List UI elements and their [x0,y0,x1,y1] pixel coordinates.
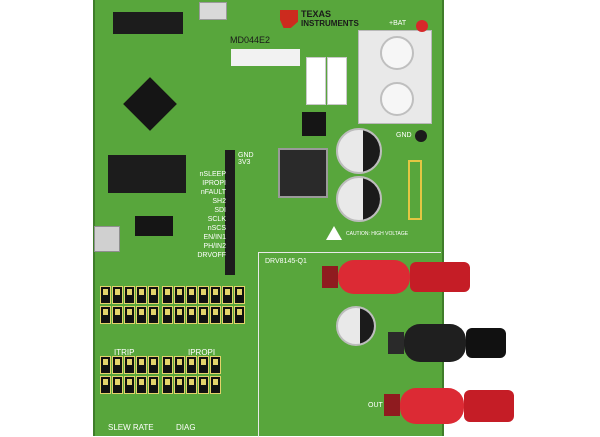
header-label: SCLK [207,216,226,223]
black-banana-plug [388,318,508,368]
capacitor-2 [336,176,382,222]
slew-rate-label: SLEW RATE [108,423,154,432]
pin-header-top [113,12,183,34]
red-banana-plug-top [322,254,472,300]
header-label-column: GND 3V3 [238,152,298,166]
warning-icon [326,226,342,240]
driver-ic-label: DRV8145-Q1 [265,258,307,265]
ipropi-label: IPROPI [188,348,216,357]
inductor [278,148,328,198]
mosfet [302,112,326,136]
small-ic [135,216,173,236]
bat-label: +BAT [389,20,407,27]
header-label: GND [238,152,254,159]
terminal-screw-1 [380,36,414,70]
header-label: SH2 [212,198,226,205]
driver-area [258,252,441,437]
caution-label: CAUTION: HIGH VOLTAGE [346,231,409,237]
label-box [231,49,300,66]
pin-header-left [108,155,186,193]
gnd-test-point [415,130,427,142]
gnd-label-top: GND [396,132,412,139]
header-label: DRVOFF [197,252,226,259]
fuse-2 [327,57,347,105]
board-id-label: MD044E2 [230,35,271,45]
usb-connector [199,2,227,20]
capacitor-1 [336,128,382,174]
terminal-screw-2 [380,82,414,116]
header-label: 3V3 [238,159,251,166]
fuse-1 [306,57,326,105]
output-label: OUT [368,402,383,409]
itrip-label: ITRIP [114,348,135,357]
header-label: EN/IN1 [203,234,226,241]
header-label: PH/IN2 [203,243,226,250]
capacitor-3 [336,306,376,346]
header-label: SDI [214,207,226,214]
ti-wordmark-line2: INSTRUMENTS [301,19,359,28]
reset-button[interactable] [94,226,120,252]
dip-switch-bank [100,286,260,416]
gnd-jumper-slot [408,160,422,220]
red-banana-plug-bottom [384,382,514,430]
header-label-left-column: nSLEEP IPROPI nFAULT SH2 SDI SCLK nSCS E… [186,170,226,260]
red-led [416,20,428,32]
pin-header-vertical [225,150,235,275]
header-label: nFAULT [200,189,226,196]
ti-logo-icon [280,10,298,28]
ti-wordmark-line1: TEXAS [301,9,332,19]
header-label: nSLEEP [199,171,226,178]
diag-label: DIAG [176,423,196,432]
header-label: nSCS [207,225,226,232]
header-label: IPROPI [202,180,226,187]
